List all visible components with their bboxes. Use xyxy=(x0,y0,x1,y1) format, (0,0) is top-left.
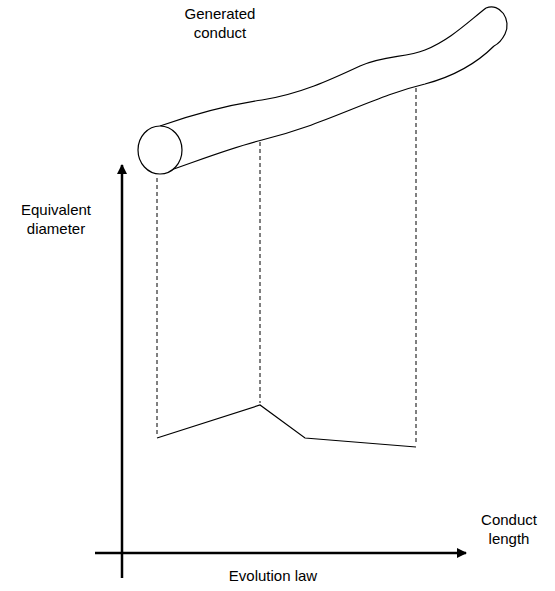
caption: Evolution law xyxy=(153,566,393,585)
axis-title: Conduct length xyxy=(466,510,552,548)
x-axis xyxy=(95,552,466,555)
projection-line xyxy=(416,88,417,445)
caption-text: Evolution law xyxy=(229,567,317,584)
tube-start-section xyxy=(138,126,182,174)
tube-label: Generated conduct xyxy=(170,4,270,42)
tube-bottom-edge xyxy=(165,46,494,172)
conduct-tube xyxy=(138,7,507,174)
y-axis xyxy=(121,165,124,578)
evolution-curve xyxy=(157,405,416,447)
label-text: Generated conduct xyxy=(185,5,256,41)
projection-line xyxy=(157,178,158,436)
label-text: Equivalent diameter xyxy=(21,201,91,237)
projection-lines xyxy=(157,88,416,445)
tube-end-cap xyxy=(486,7,507,46)
axis-title: Equivalent diameter xyxy=(4,200,108,238)
label-text: Conduct length xyxy=(481,511,537,547)
projection-line xyxy=(260,142,261,403)
